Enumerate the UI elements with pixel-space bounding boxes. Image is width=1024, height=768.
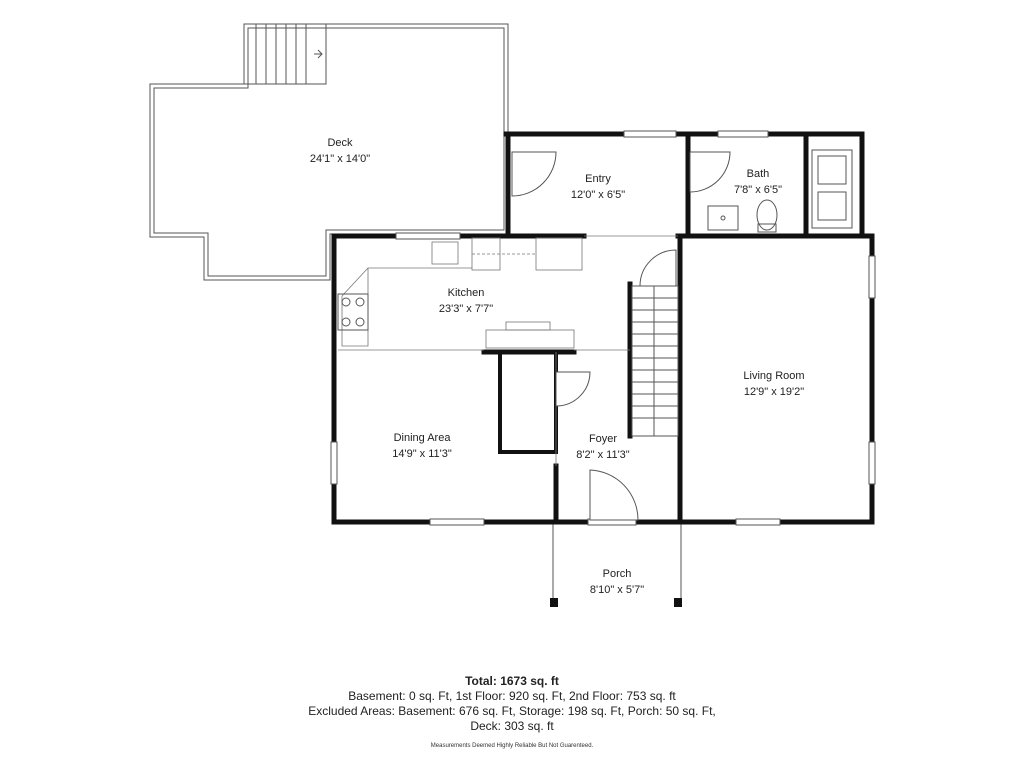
- closet: [498, 352, 558, 454]
- room-labels: Deck 24'1" x 14'0" Entry 12'0" x 6'5" Ba…: [310, 137, 805, 596]
- interior-lines: [338, 235, 678, 466]
- room-dims-bath: 7'8" x 6'5": [734, 184, 782, 196]
- summary-line-1: Basement: 0 sq. Ft, 1st Floor: 920 sq. F…: [348, 689, 676, 703]
- disclaimer: Measurements Deemed Highly Reliable But …: [430, 743, 594, 749]
- room-dims-living: 12'9" x 19'2": [744, 386, 804, 398]
- room-name-foyer: Foyer: [589, 433, 617, 445]
- deck-stairs: [243, 23, 327, 85]
- room-dims-kitchen: 23'3" x 7'7": [439, 303, 493, 315]
- summary-line-3: Deck: 303 sq. ft: [470, 719, 554, 733]
- room-dims-deck: 24'1" x 14'0": [310, 153, 370, 165]
- room-name-deck: Deck: [327, 137, 353, 149]
- doors: [511, 151, 731, 521]
- porch-outline: [550, 522, 682, 607]
- room-name-dining: Dining Area: [394, 432, 452, 444]
- room-name-porch: Porch: [603, 568, 632, 580]
- room-name-entry: Entry: [585, 173, 611, 185]
- room-dims-entry: 12'0" x 6'5": [571, 189, 625, 201]
- room-name-living: Living Room: [743, 370, 804, 382]
- bath-fixtures: [707, 149, 853, 233]
- summary-line-2: Excluded Areas: Basement: 676 sq. Ft, St…: [308, 704, 716, 718]
- total-area: Total: 1673 sq. ft: [465, 674, 559, 688]
- room-name-bath: Bath: [747, 168, 770, 180]
- room-name-kitchen: Kitchen: [448, 287, 485, 299]
- room-dims-dining: 14'9" x 11'3": [392, 448, 452, 460]
- windows: [330, 130, 876, 526]
- stove-icon: [337, 293, 369, 331]
- area-summary: Total: 1673 sq. ft Basement: 0 sq. Ft, 1…: [0, 674, 1024, 734]
- room-dims-foyer: 8'2" x 11'3": [576, 449, 629, 461]
- room-dims-porch: 8'10" x 5'7": [590, 584, 644, 596]
- main-staircase: [631, 285, 679, 437]
